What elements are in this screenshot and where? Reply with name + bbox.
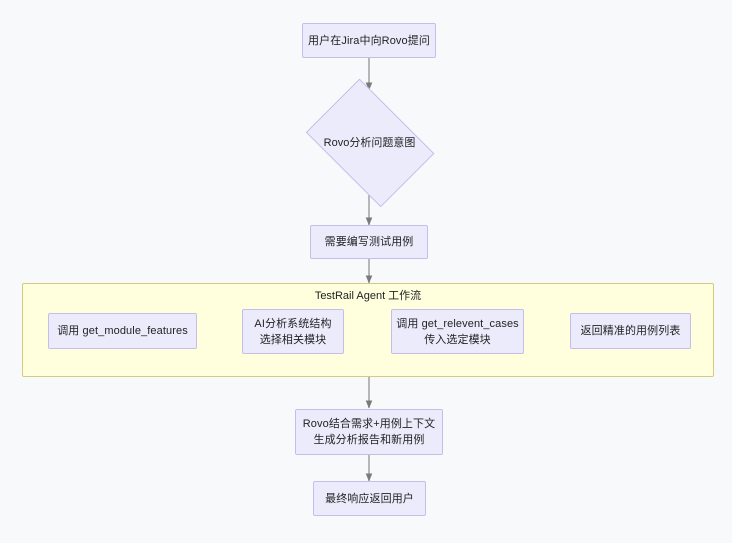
- node-ai-select-modules[interactable]: AI分析系统结构 选择相关模块: [242, 309, 344, 354]
- node-return-case-list-label: 返回精准的用例列表: [580, 325, 681, 337]
- node-get-relevent-cases-label: 调用 get_relevent_cases 传入选定模块: [396, 317, 519, 346]
- subgraph-title: TestRail Agent 工作流: [314, 290, 422, 302]
- node-generate-report-label: Rovo结合需求+用例上下文 生成分析报告和新用例: [302, 418, 436, 446]
- node-get-module-features[interactable]: 调用 get_module_features: [48, 313, 197, 349]
- node-need[interactable]: 需要编写测试用例: [310, 225, 428, 259]
- node-get-relevent-cases[interactable]: 调用 get_relevent_cases 传入选定模块: [391, 309, 524, 354]
- node-ai-select-modules-label: AI分析系统结构 选择相关模块: [254, 317, 332, 346]
- node-final-response-label: 最终响应返回用户: [325, 492, 414, 505]
- node-start[interactable]: 用户在Jira中向Rovo提问: [302, 23, 436, 58]
- node-return-case-list[interactable]: 返回精准的用例列表: [570, 313, 691, 349]
- node-final-response[interactable]: 最终响应返回用户: [313, 481, 426, 516]
- node-need-label: 需要编写测试用例: [324, 236, 414, 248]
- node-start-label: 用户在Jira中向Rovo提问: [308, 34, 430, 47]
- node-intent[interactable]: Rovo分析问题意图: [296, 78, 443, 207]
- node-generate-report[interactable]: Rovo结合需求+用例上下文 生成分析报告和新用例: [295, 409, 443, 455]
- node-get-module-features-label: 调用 get_module_features: [57, 325, 188, 337]
- node-intent-label: Rovo分析问题意图: [323, 136, 416, 149]
